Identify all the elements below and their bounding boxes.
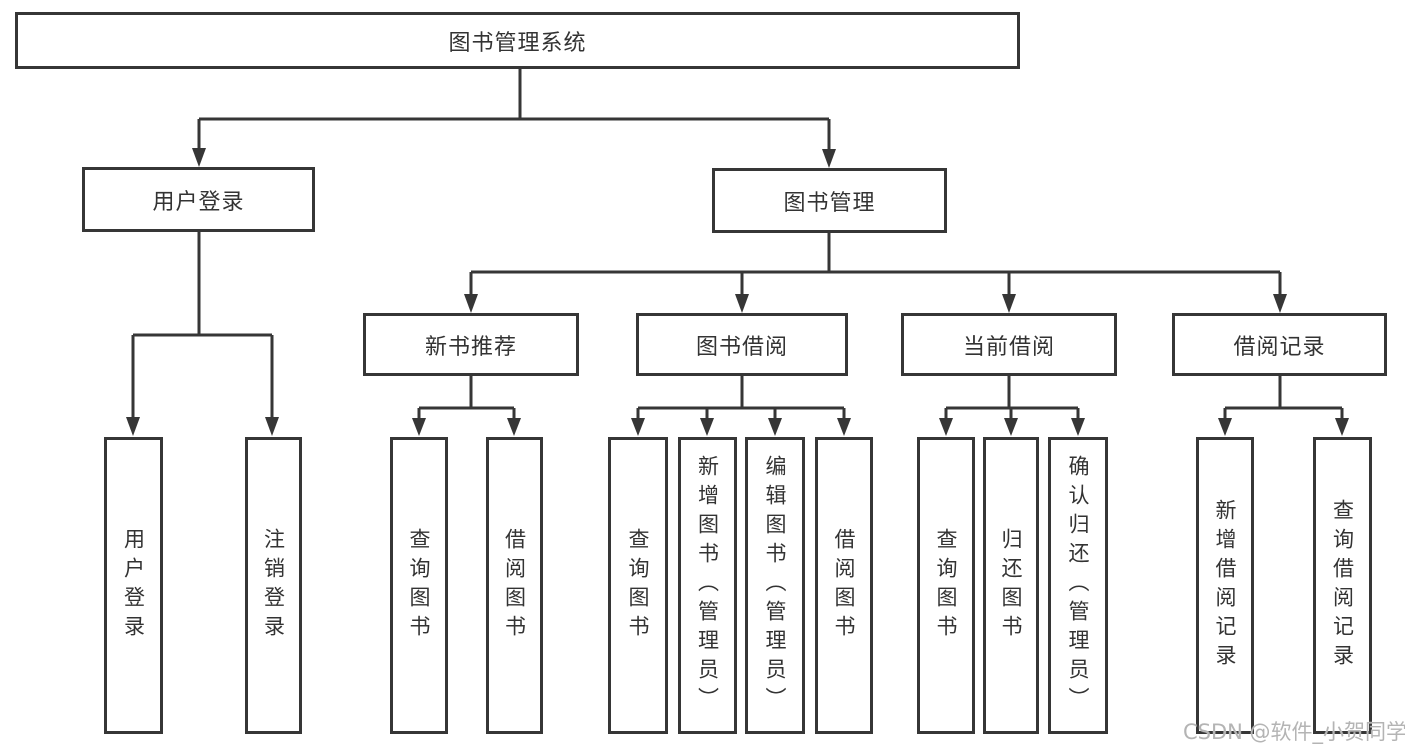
- leaf-confirm-return-admin-label: 确认归还（管理员）: [1066, 455, 1090, 716]
- csdn-watermark: CSDN @软件_小贺同学: [1183, 720, 1405, 744]
- leaf-query-books-borrow: 查询图书: [608, 437, 668, 734]
- leaf-borrow-books-recommend: 借阅图书: [486, 437, 543, 734]
- leaf-add-books-admin: 新增图书（管理员）: [678, 437, 737, 734]
- leaf-add-borrow-record: 新增借阅记录: [1196, 437, 1254, 734]
- leaf-query-books-current: 查询图书: [917, 437, 975, 734]
- node-new-book-recommend: 新书推荐: [363, 313, 579, 376]
- leaf-query-borrow-record: 查询借阅记录: [1313, 437, 1372, 734]
- leaf-query-books-current-label: 查询图书: [934, 527, 958, 644]
- leaf-query-books-recommend: 查询图书: [390, 437, 448, 734]
- leaf-logout-login: 注销登录: [245, 437, 302, 734]
- leaf-borrow-books-borrow: 借阅图书: [815, 437, 873, 734]
- leaf-user-login: 用户登录: [104, 437, 163, 734]
- leaf-return-books-label: 归还图书: [999, 527, 1023, 644]
- leaf-query-books-borrow-label: 查询图书: [626, 527, 650, 644]
- leaf-user-login-label: 用户登录: [121, 527, 146, 644]
- node-borrow-records: 借阅记录: [1172, 313, 1387, 376]
- leaf-query-borrow-record-label: 查询借阅记录: [1330, 498, 1355, 673]
- leaf-add-borrow-record-label: 新增借阅记录: [1213, 498, 1237, 673]
- leaf-add-books-admin-label: 新增图书（管理员）: [695, 455, 720, 716]
- leaf-borrow-books-borrow-label: 借阅图书: [832, 527, 856, 644]
- leaf-confirm-return-admin: 确认归还（管理员）: [1048, 437, 1108, 734]
- leaf-borrow-books-recommend-label: 借阅图书: [502, 527, 527, 644]
- leaf-edit-books-admin: 编辑图书（管理员）: [745, 437, 805, 734]
- leaf-edit-books-admin-label: 编辑图书（管理员）: [763, 455, 787, 716]
- leaf-logout-login-label: 注销登录: [261, 527, 286, 644]
- node-book-management: 图书管理: [712, 168, 947, 233]
- leaf-return-books: 归还图书: [983, 437, 1039, 734]
- node-user-login: 用户登录: [82, 167, 315, 232]
- leaf-query-books-recommend-label: 查询图书: [407, 527, 431, 644]
- node-book-borrow: 图书借阅: [636, 313, 848, 376]
- node-current-borrow: 当前借阅: [901, 313, 1117, 376]
- node-library-management-system: 图书管理系统: [15, 12, 1020, 69]
